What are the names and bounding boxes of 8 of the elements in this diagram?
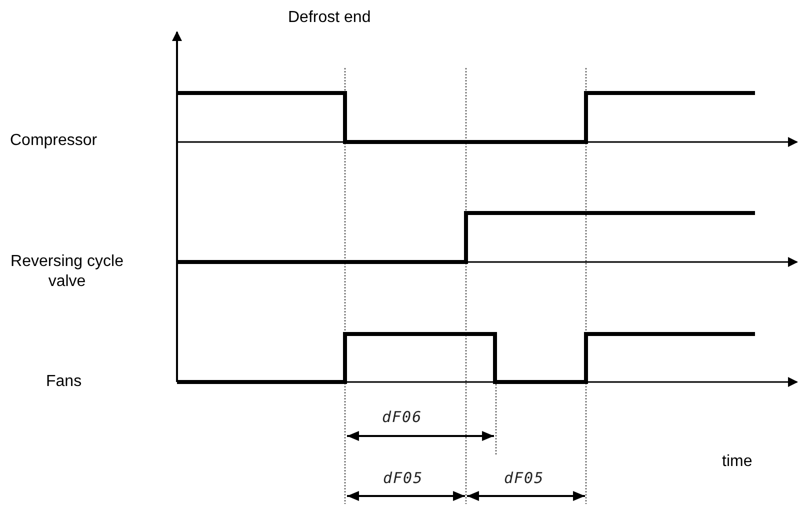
parameter-label: dF05 xyxy=(504,468,544,488)
signal-name: Compressor xyxy=(10,131,98,151)
event-label: Defrost end xyxy=(288,8,371,28)
parameter-label: dF05 xyxy=(383,468,424,488)
axis-label: time xyxy=(722,452,752,472)
parameter-label: dF06 xyxy=(382,407,422,427)
signal-name: Reversing cycle valve xyxy=(10,252,124,292)
signal-name: Fans xyxy=(46,372,82,392)
